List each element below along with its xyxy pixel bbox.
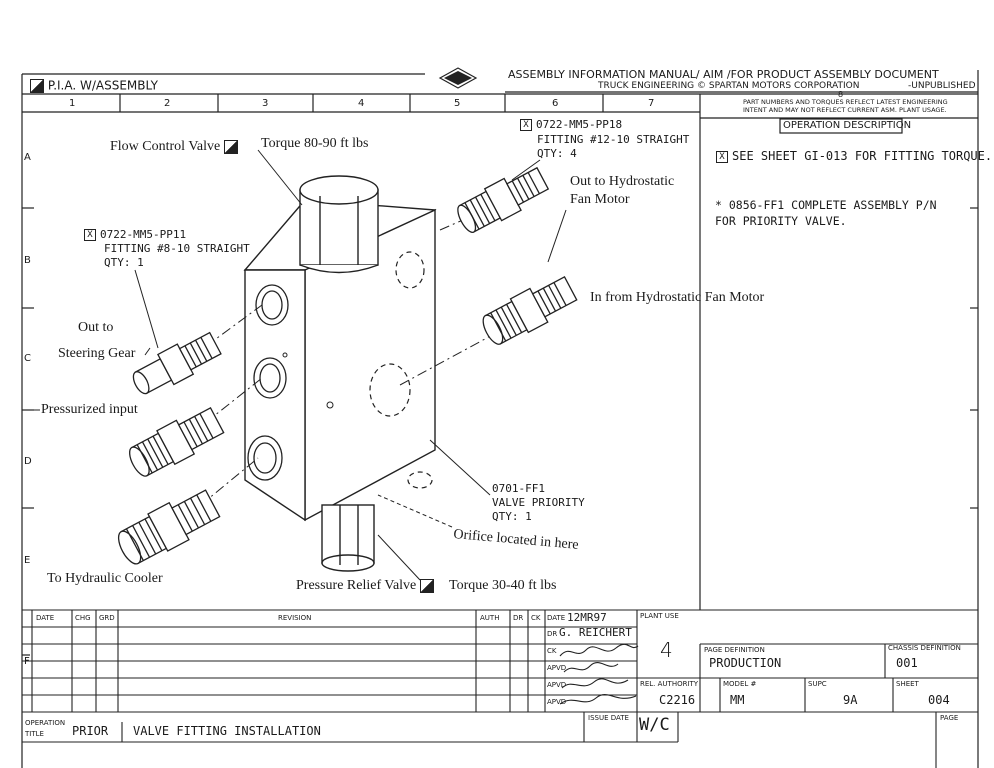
row-letter-a: A (24, 152, 31, 163)
col-number-4: 4 (358, 98, 365, 109)
supc-label: SUPC (808, 680, 827, 688)
document-title: ASSEMBLY INFORMATION MANUAL/ AIM /FOR PR… (508, 68, 939, 81)
model-label: MODEL # (723, 680, 757, 688)
unpublished-mark: -UNPUBLISHED (908, 81, 976, 91)
flow-control-valve-body (299, 175, 379, 274)
apvd-label-3: APVD (547, 698, 567, 706)
rev-header-date: DATE (36, 614, 55, 622)
fitting-11-desc: FITTING #8-10 STRAIGHT (104, 242, 250, 255)
col-number-3: 3 (262, 98, 269, 109)
valve-qty: QTY: 1 (492, 510, 532, 523)
apvd-label-2: APVD (547, 681, 567, 689)
row-letter-f: F (24, 656, 30, 667)
rev-header-grd: GRD (99, 614, 115, 622)
pressure-relief-valve-body (321, 504, 375, 572)
col-number-8: 8 (838, 90, 844, 99)
operation-line-2a: * 0856-FF1 COMPLETE ASSEMBLY P/N (715, 198, 937, 212)
fitting-11-qty: QTY: 1 (104, 256, 144, 269)
operation-title-value-2: VALVE FITTING INSTALLATION (133, 724, 321, 738)
row-letter-e: E (24, 555, 31, 566)
valve-desc: VALVE PRIORITY (492, 496, 585, 509)
front-ports (247, 284, 289, 481)
fittings (117, 166, 578, 565)
issue-date-label: ISSUE DATE (588, 714, 629, 722)
spartan-logo (438, 67, 478, 89)
document-subtitle: TRUCK ENGINEERING © SPARTAN MOTORS CORPO… (598, 81, 860, 91)
fitting-18-qty: QTY: 4 (537, 147, 577, 160)
half-filled-square-icon (223, 140, 238, 154)
col-number-5: 5 (454, 98, 461, 109)
plant-use-label: PLANT USE (640, 612, 679, 620)
plant-use-value: 4 (660, 638, 673, 662)
half-filled-square-icon (419, 579, 434, 593)
col-number-1: 1 (69, 98, 76, 109)
dr-label: DR (547, 630, 558, 638)
valve-part: 0701-FF1 (492, 482, 545, 495)
hydraulic-cooler-label: To Hydraulic Cooler (47, 571, 163, 586)
pia-label: P.I.A. W/ASSEMBLY (30, 79, 158, 93)
leader-lines (32, 149, 567, 581)
chassis-definition-label: CHASSIS DEFINITION (888, 644, 961, 652)
rev-header-dr: DR (513, 614, 524, 622)
side-ports (369, 251, 433, 489)
in-hydrostatic-label: In from Hydrostatic Fan Motor (590, 290, 765, 305)
rev-header-revision: REVISION (278, 614, 312, 622)
row-letter-c: C (24, 353, 31, 364)
rev-header-chg: CHG (75, 614, 91, 622)
chassis-definition-value: 001 (896, 656, 918, 670)
operation-line-2b: FOR PRIORITY VALVE. (715, 214, 847, 228)
operation-title-label-2: TITLE (25, 730, 44, 738)
approval-signatures (559, 643, 639, 705)
engineering-note-1: PART NUMBERS AND TORQUES REFLECT LATEST … (743, 98, 948, 106)
operation-title-value-1: PRIOR (72, 724, 109, 738)
out-hydrostatic-line-2: Fan Motor (570, 192, 630, 207)
fitting-18-desc: FITTING #12-10 STRAIGHT (537, 133, 690, 146)
engineering-note-2: INTENT AND MAY NOT REFLECT CURRENT ASM. … (743, 106, 947, 114)
date-label: DATE (547, 614, 566, 622)
rel-authority-label: REL. AUTHORITY (640, 680, 699, 688)
rev-header-ck: CK (531, 614, 541, 622)
supc-value: 9A (843, 693, 858, 707)
col-number-6: 6 (552, 98, 559, 109)
row-letter-d: D (24, 456, 32, 467)
flow-control-valve-label: Flow Control Valve (110, 140, 238, 154)
page-definition-label: PAGE DEFINITION (704, 646, 765, 654)
pressure-relief-valve-label: Pressure Relief Valve (296, 579, 434, 593)
row-letter-b: B (24, 255, 31, 266)
issue-date-value: W/C (639, 715, 670, 735)
sheet-value: 004 (928, 693, 950, 707)
flow-control-torque: Torque 80-90 ft lbs (261, 136, 369, 151)
apvd-label-1: APVD (547, 664, 567, 672)
pressure-relief-torque: Torque 30-40 ft lbs (449, 578, 557, 593)
rel-authority-value: C2216 (659, 693, 696, 707)
ck-label: CK (547, 647, 557, 655)
page-label: PAGE (940, 714, 959, 722)
steering-gear-label: Steering Gear (58, 346, 136, 361)
half-filled-square-icon (30, 79, 44, 93)
out-hydrostatic-line-1: Out to Hydrostatic (570, 174, 675, 189)
model-value: MM (730, 693, 745, 707)
col-number-2: 2 (164, 98, 171, 109)
sheet-label: SHEET (896, 680, 919, 688)
rev-header-auth: AUTH (480, 614, 500, 622)
date-value: 12MR97 (567, 611, 607, 624)
operation-title-label-1: OPERATION (25, 719, 66, 727)
page-definition-value: PRODUCTION (709, 656, 782, 670)
out-to-label: Out to (78, 320, 114, 335)
pressurized-input-label: Pressurized input (41, 402, 138, 417)
dr-value: G. REICHERT (559, 626, 632, 639)
operation-description-heading: OPERATION DESCRIPTION (783, 120, 912, 131)
col-number-7: 7 (648, 98, 655, 109)
